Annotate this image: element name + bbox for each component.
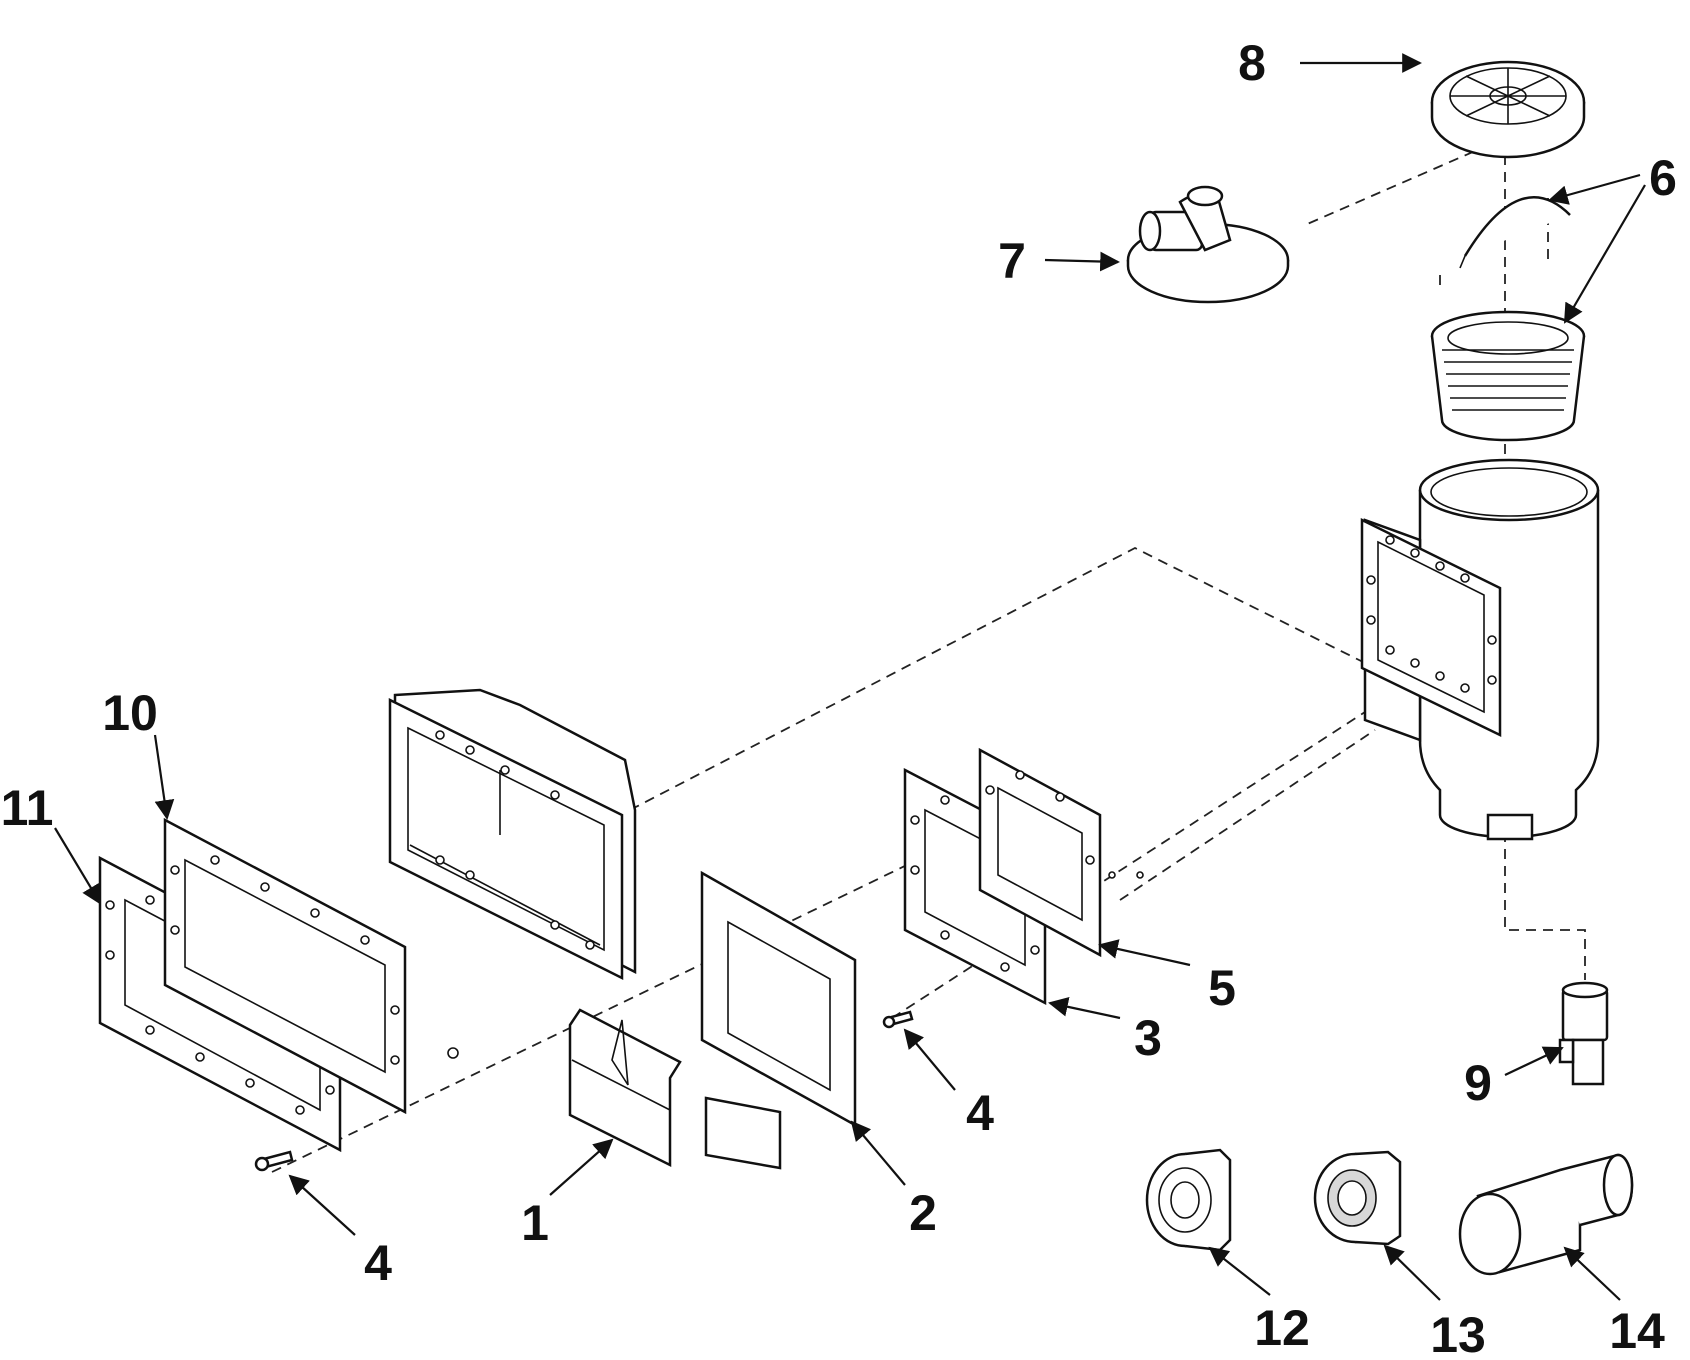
vacuum-plate-part-7	[1126, 185, 1290, 304]
callout-3: 3	[1134, 1010, 1162, 1066]
fitting-part-13	[1313, 1150, 1402, 1246]
callout-2: 2	[909, 1185, 937, 1241]
screw-part-4-right	[882, 1010, 914, 1029]
callout-8: 8	[1238, 35, 1266, 91]
gasket-part-10	[163, 817, 407, 1115]
callout-4-right: 4	[966, 1085, 994, 1141]
fitting-part-14	[1458, 1153, 1634, 1276]
basket-part-6	[1430, 196, 1586, 442]
callout-14: 14	[1609, 1303, 1665, 1359]
weir-part-1	[568, 1008, 782, 1170]
callout-10: 10	[102, 685, 158, 741]
fitting-part-12	[1145, 1148, 1232, 1252]
callout-6: 6	[1649, 150, 1677, 206]
callout-7: 7	[998, 233, 1026, 289]
callout-9: 9	[1464, 1055, 1492, 1111]
callout-1: 1	[521, 1195, 549, 1251]
leader-arrows	[54, 53, 1646, 1301]
callout-12: 12	[1254, 1300, 1310, 1356]
gasket-part-5	[978, 747, 1144, 958]
callout-4-left: 4	[364, 1235, 392, 1291]
screw-part-4-left	[254, 1150, 294, 1172]
fitting-part-9	[1558, 981, 1609, 1086]
callout-5: 5	[1208, 960, 1236, 1016]
callout-labels: 8 7 6 9 10 11 4 1 2 4 3 5 12 13 14	[1, 35, 1677, 1360]
lid-part-8	[1430, 60, 1586, 159]
callout-11: 11	[1, 780, 54, 836]
callout-13: 13	[1430, 1307, 1486, 1360]
plug-hole	[447, 1047, 459, 1059]
wide-mouth-extension	[388, 688, 637, 981]
skimmer-body	[1360, 458, 1600, 841]
trim-plate-part-2	[700, 870, 857, 1128]
